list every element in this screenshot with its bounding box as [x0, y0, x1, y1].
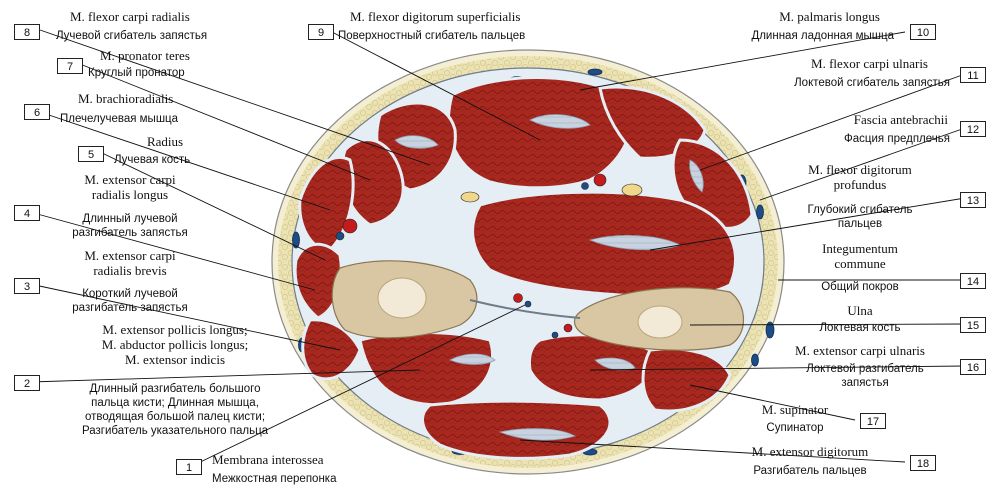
label-latin-5: Radius [125, 134, 205, 149]
label-number-2: 2 [14, 375, 40, 391]
label-number-18: 18 [910, 455, 936, 471]
label-russian-1: Межкостная перепонка [212, 472, 336, 486]
label-number-9: 9 [308, 24, 334, 40]
label-russian-9: Поверхностный сгибатель пальцев [338, 29, 525, 43]
label-russian-15: Локтевая кость [790, 321, 930, 335]
label-russian-6: Плечелучевая мышца [60, 112, 178, 126]
label-number-16: 16 [960, 359, 986, 375]
label-russian-5: Лучевая кость [114, 153, 190, 167]
label-number-4: 4 [14, 205, 40, 221]
label-number-13: 13 [960, 192, 986, 208]
label-latin-13: M. flexor digitorum profundus [790, 162, 930, 192]
label-latin-15: Ulna [810, 303, 910, 318]
label-number-12: 12 [960, 121, 986, 137]
label-number-17: 17 [860, 413, 886, 429]
label-number-6: 6 [24, 104, 50, 120]
label-russian-2: Длинный разгибатель большого пальца кист… [55, 382, 295, 438]
label-number-3: 3 [14, 278, 40, 294]
label-latin-10: M. palmaris longus [690, 9, 880, 24]
label-number-11: 11 [960, 67, 986, 83]
label-russian-11: Локтевой сгибатель запястья [740, 76, 950, 90]
label-russian-10: Длинная ладонная мышца [690, 29, 894, 43]
label-russian-4: Длинный лучевой разгибатель запястья [55, 212, 205, 240]
label-russian-16: Локтевой разгибатель запястья [780, 362, 950, 390]
label-latin-3: M. extensor carpi radialis brevis [55, 248, 205, 278]
label-latin-8: M. flexor carpi radialis [70, 9, 190, 24]
label-latin-9: M. flexor digitorum superficialis [350, 9, 520, 24]
label-latin-17: M. supinator [740, 402, 850, 417]
label-russian-3: Короткий лучевой разгибатель запястья [55, 287, 205, 315]
label-russian-18: Разгибатель пальцев [720, 464, 900, 478]
label-latin-6: M. brachioradialis [78, 91, 173, 106]
label-russian-12: Фасция предплечья [760, 132, 950, 146]
label-russian-14: Общий покров [790, 280, 930, 294]
label-russian-17: Супинатор [740, 421, 850, 435]
label-latin-18: M. extensor digitorum [720, 444, 900, 459]
label-russian-7: Круглый пронатор [88, 66, 185, 80]
radius-bone [332, 261, 477, 338]
label-latin-2: M. extensor pollicis longus; M. abductor… [60, 322, 290, 367]
label-latin-14: Integumentum commune [790, 241, 930, 271]
label-number-5: 5 [78, 146, 104, 162]
label-number-8: 8 [14, 24, 40, 40]
label-latin-7: M. pronator teres [100, 48, 190, 63]
label-latin-12: Fascia antebrachii [760, 112, 948, 127]
label-number-10: 10 [910, 24, 936, 40]
label-latin-1: Membrana interossea [212, 452, 324, 467]
label-number-1: 1 [176, 459, 202, 475]
label-number-7: 7 [57, 58, 83, 74]
label-russian-13: Глубокий сгибатель пальцев [790, 203, 930, 231]
label-number-14: 14 [960, 273, 986, 289]
label-latin-16: M. extensor carpi ulnaris [770, 343, 950, 358]
label-number-15: 15 [960, 317, 986, 333]
label-russian-8: Лучевой сгибатель запястья [56, 29, 207, 43]
label-latin-4: M. extensor carpi radialis longus [55, 172, 205, 202]
label-latin-11: M. flexor carpi ulnaris [740, 56, 928, 71]
